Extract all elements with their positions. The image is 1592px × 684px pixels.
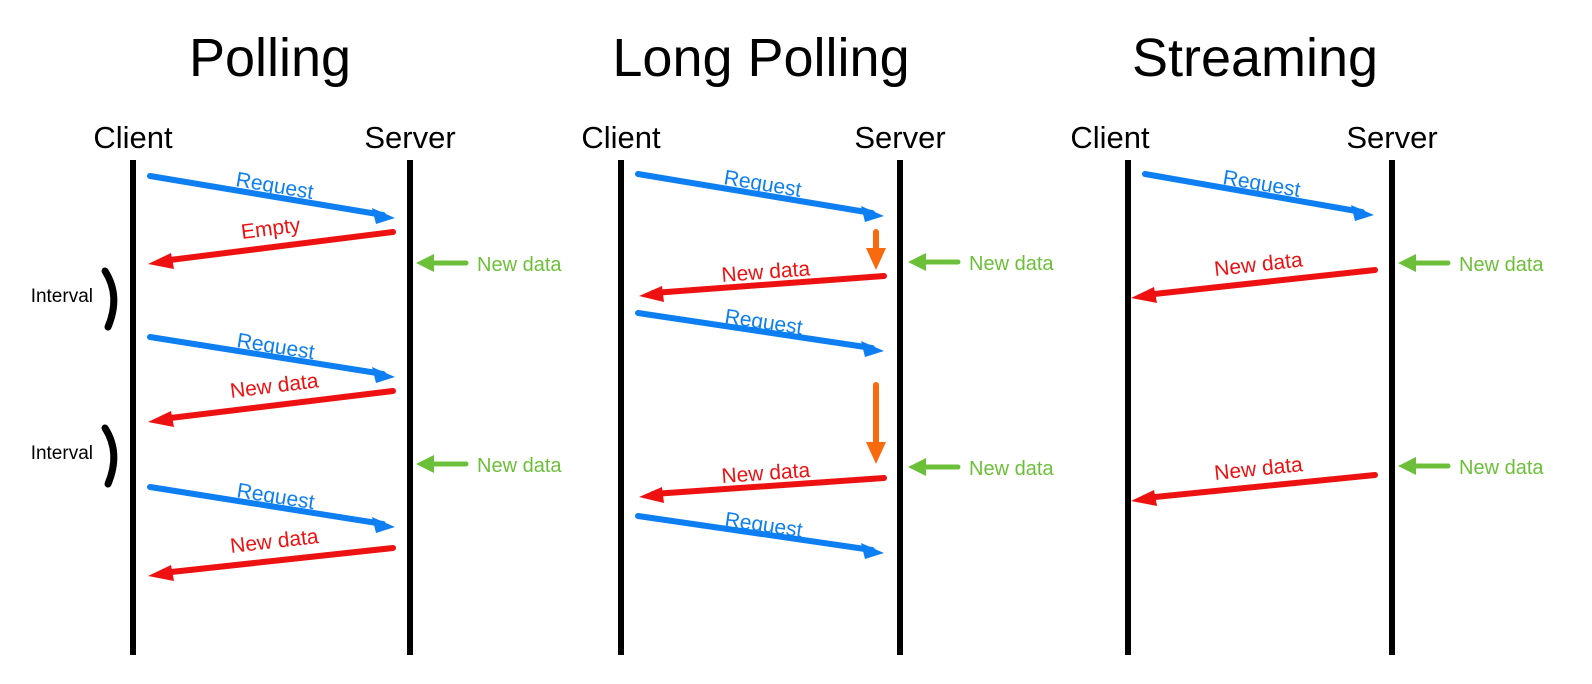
message-arrow: New data (1131, 453, 1378, 506)
actor-label-client: Client (581, 120, 661, 155)
message-arrow: New data (148, 369, 396, 427)
external-event-label: New data (969, 253, 1054, 275)
server-wait-arrow (866, 382, 886, 464)
external-event: New data (416, 455, 562, 477)
interval-label: Interval (31, 286, 93, 307)
external-event-label: New data (1459, 457, 1544, 479)
actor-label-client: Client (93, 120, 173, 155)
panel-title-streaming: Streaming (1132, 28, 1378, 88)
actor-label-server: Server (854, 120, 945, 155)
interval-label: Interval (31, 443, 93, 464)
message-label: New data (1213, 248, 1304, 280)
external-event: New data (1398, 457, 1544, 479)
message-arrow: Request (147, 479, 395, 533)
message-label: Empty (240, 214, 302, 244)
message-arrow: Request (635, 508, 884, 559)
external-event: New data (908, 253, 1054, 275)
panel-polling: Polling Client Server Request Empty (31, 28, 562, 655)
message-arrow: Request (635, 166, 884, 222)
external-event-label: New data (477, 254, 562, 276)
message-arrow: New data (639, 459, 887, 503)
message-arrow: New data (148, 525, 396, 581)
external-event: New data (908, 458, 1054, 480)
interval-marker: Interval (31, 424, 118, 488)
message-label: New data (229, 369, 320, 403)
panel-long-polling: Long Polling Client Server Request New d… (581, 28, 1054, 655)
message-label: New data (1213, 453, 1304, 485)
actor-label-server: Server (364, 120, 455, 155)
external-event-label: New data (477, 455, 562, 477)
panel-streaming: Streaming Client Server Request New data (1070, 28, 1544, 655)
message-arrow: Request (1142, 166, 1374, 221)
panel-title-polling: Polling (189, 28, 351, 88)
external-event: New data (416, 254, 562, 276)
server-wait-arrow (866, 229, 886, 270)
external-event-label: New data (1459, 254, 1544, 276)
external-event: New data (1398, 254, 1544, 276)
message-arrow: Empty (148, 214, 396, 269)
external-event-label: New data (969, 458, 1054, 480)
message-arrow: New data (639, 257, 887, 302)
panel-title-long-polling: Long Polling (612, 28, 909, 88)
actor-label-server: Server (1346, 120, 1437, 155)
message-arrow: New data (1131, 248, 1378, 303)
actor-label-client: Client (1070, 120, 1150, 155)
message-arrow: Request (147, 168, 395, 224)
interval-marker: Interval (31, 267, 118, 331)
message-label: New data (229, 525, 320, 558)
message-arrow: Request (635, 305, 884, 357)
